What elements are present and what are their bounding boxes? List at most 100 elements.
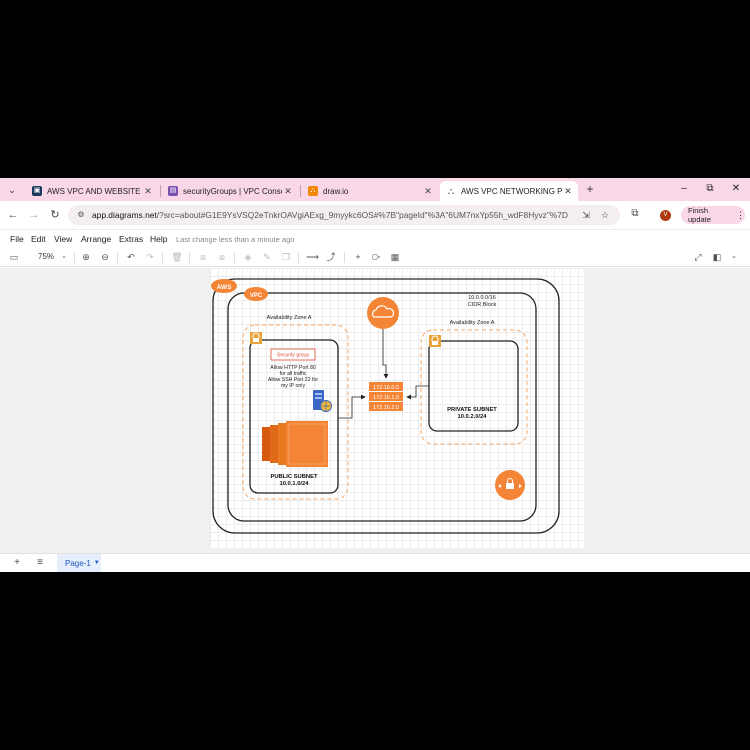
availability-zone-right[interactable]	[420, 329, 528, 445]
ec2-instances-icon[interactable]	[262, 421, 328, 467]
availability-zone-left[interactable]	[242, 324, 349, 500]
web-server-icon[interactable]	[313, 390, 332, 412]
finish-update-label: Finish update	[688, 206, 711, 224]
drawio-favicon-icon: ⛬	[308, 186, 318, 196]
vpc-cidr-caption[interactable]: CIDR Block	[468, 302, 497, 308]
install-app-icon[interactable]: ⇲	[582, 210, 590, 220]
aws-cloud-boundary[interactable]	[212, 278, 560, 534]
restore-icon[interactable]: ⧉	[706, 183, 714, 194]
last-change-status[interactable]: Last change less than a minute ago	[176, 235, 295, 244]
route-entry: 172.16.0.0	[373, 385, 399, 391]
address-bar[interactable]: ⚙ app.diagrams.net/?src=about#G1E9YsVSQ2…	[68, 205, 620, 225]
undo-icon[interactable]: ↶	[127, 252, 135, 262]
site-info-icon[interactable]: ⚙	[77, 210, 85, 219]
sg-rule[interactable]: Allow HTTP Port 80	[270, 365, 316, 371]
menu-file[interactable]: File	[10, 234, 24, 244]
menu-extras[interactable]: Extras	[119, 234, 144, 244]
table-icon[interactable]: ▦	[390, 252, 400, 262]
avatar[interactable]: V	[660, 210, 671, 221]
private-subnet-label[interactable]: PRIVATE SUBNET	[447, 407, 497, 413]
waypoints-icon[interactable]: ⤴	[326, 252, 336, 262]
reload-icon[interactable]: ↻	[50, 209, 60, 221]
url-text[interactable]: app.diagrams.net/?src=about#G1E9YsVSQ2eT…	[92, 210, 568, 220]
redo-icon[interactable]: ↷	[146, 252, 154, 262]
toolbar-separator	[162, 252, 163, 263]
forward-icon[interactable]: →	[28, 209, 40, 221]
tab-title: securityGroups | VPC Console	[183, 186, 282, 196]
zoom-out-icon[interactable]: ⊖	[101, 252, 109, 262]
vpc-boundary[interactable]	[227, 292, 537, 522]
public-subnet[interactable]	[249, 339, 339, 494]
bookmark-star-icon[interactable]: ☆	[600, 210, 610, 220]
finish-update-button[interactable]: Finish update ⋮	[681, 206, 745, 224]
availability-zone-left-label[interactable]: Availability Zone A	[267, 315, 312, 321]
gateway-connector[interactable]	[382, 329, 389, 379]
panel-dropdown-icon[interactable]: ⌄	[731, 253, 737, 260]
line-color-icon[interactable]: ✎	[263, 252, 271, 262]
sg-rule[interactable]: Allow SSH Port 22 for	[268, 377, 318, 383]
delete-icon[interactable]: 🗑	[171, 252, 183, 262]
zoom-in-icon[interactable]: ⊕	[82, 252, 90, 262]
menu-edit[interactable]: Edit	[31, 234, 46, 244]
close-icon[interactable]: ✕	[564, 185, 572, 196]
aws-vpc-diagram[interactable]: AWS VPC 10.0.0.0/16 CIDR Block Availabil…	[210, 268, 584, 548]
format-toggle-icon[interactable]: ◧	[712, 252, 722, 262]
vpc-cidr[interactable]: 10.0.0.0/16	[468, 295, 496, 301]
menu-view[interactable]: View	[54, 234, 73, 244]
extensions-icon[interactable]: ⧉	[631, 208, 639, 219]
tab-security-groups[interactable]: ▤ securityGroups | VPC Console ✕	[162, 181, 298, 201]
minimize-icon[interactable]: –	[681, 183, 687, 194]
shapes-icon[interactable]: ⧂	[371, 252, 381, 262]
tab-separator	[300, 185, 301, 197]
shadow-icon[interactable]: ❐	[281, 252, 291, 262]
diagram-toolbar: ▭ 75% ⌄ ⊕ ⊖ ↶ ↷ 🗑 ⧈ ⧈ ◈ ✎ ❐ ⟶ ⤴ + ⧂ ▦ ⤢ …	[0, 249, 750, 267]
diagrams-favicon-icon: ⛬	[446, 186, 456, 196]
close-icon[interactable]: ✕	[284, 185, 292, 196]
insert-icon[interactable]: +	[355, 252, 361, 262]
internet-gateway-icon[interactable]	[367, 297, 399, 329]
availability-zone-right-label[interactable]: Availability Zone A	[450, 320, 495, 326]
toolbar-separator	[234, 252, 235, 263]
tab-title: AWS VPC NETWORKING PROJ	[461, 186, 562, 196]
security-group-box[interactable]	[270, 348, 316, 361]
to-front-icon[interactable]: ⧈	[200, 252, 206, 262]
zoom-level[interactable]: 75%	[38, 252, 55, 261]
tab-search-icon[interactable]: ⌄	[8, 185, 16, 195]
toolbar-separator	[189, 252, 190, 263]
format-panel-icon[interactable]: ▭	[9, 252, 19, 262]
nat-gateway-icon[interactable]	[495, 470, 525, 500]
private-subnet-connector[interactable]	[406, 385, 429, 400]
public-subnet-cidr[interactable]: 10.0.1.0/24	[279, 481, 309, 487]
tab-title: AWS VPC AND WEBSITE DEVEL	[47, 186, 142, 196]
tab-aws-vpc-networking[interactable]: ⛬ AWS VPC NETWORKING PROJ ✕	[440, 181, 578, 201]
public-subnet-connector[interactable]	[338, 394, 366, 419]
menu-arrange[interactable]: Arrange	[81, 234, 112, 244]
to-back-icon[interactable]: ⧈	[219, 252, 225, 262]
sg-rule[interactable]: for all traffic	[280, 371, 307, 377]
connection-icon[interactable]: ⟶	[306, 252, 319, 262]
add-page-icon[interactable]: +	[14, 557, 20, 568]
diagram-page[interactable]: AWS VPC 10.0.0.0/16 CIDR Block Availabil…	[210, 268, 584, 548]
menubar: File Edit View Arrange Extras Help Last …	[0, 229, 750, 249]
close-window-icon[interactable]: ✕	[731, 183, 741, 194]
tab-drawio[interactable]: ⛬ draw.io ✕	[302, 181, 438, 201]
zoom-dropdown-icon[interactable]: ⌄	[61, 253, 67, 260]
fill-color-icon[interactable]: ◈	[244, 252, 252, 262]
toolbar-separator	[117, 252, 118, 263]
public-subnet-label[interactable]: PUBLIC SUBNET	[270, 474, 317, 480]
aws-badge: AWS	[211, 279, 237, 293]
private-subnet-cidr[interactable]: 10.0.2.0/24	[457, 414, 487, 420]
pages-menu-icon[interactable]: ≡	[37, 557, 43, 568]
close-icon[interactable]: ✕	[424, 185, 432, 196]
fullscreen-icon[interactable]: ⤢	[694, 252, 702, 262]
menu-help[interactable]: Help	[150, 234, 168, 244]
page-tab[interactable]: Page-1 ▼	[57, 554, 101, 572]
tab-aws-vpc-website[interactable]: ▣ AWS VPC AND WEBSITE DEVEL ✕	[26, 181, 158, 201]
new-tab-icon[interactable]: +	[586, 182, 594, 196]
canvas[interactable]: AWS VPC 10.0.0.0/16 CIDR Block Availabil…	[0, 268, 750, 553]
back-icon[interactable]: ←	[7, 209, 19, 221]
route-table[interactable]: 172.16.0.0 172.16.1.0 172.16.2.0	[369, 382, 403, 411]
close-icon[interactable]: ✕	[144, 185, 152, 196]
aws-badge-label: AWS	[217, 284, 232, 291]
sg-rule[interactable]: my IP only	[281, 383, 306, 389]
